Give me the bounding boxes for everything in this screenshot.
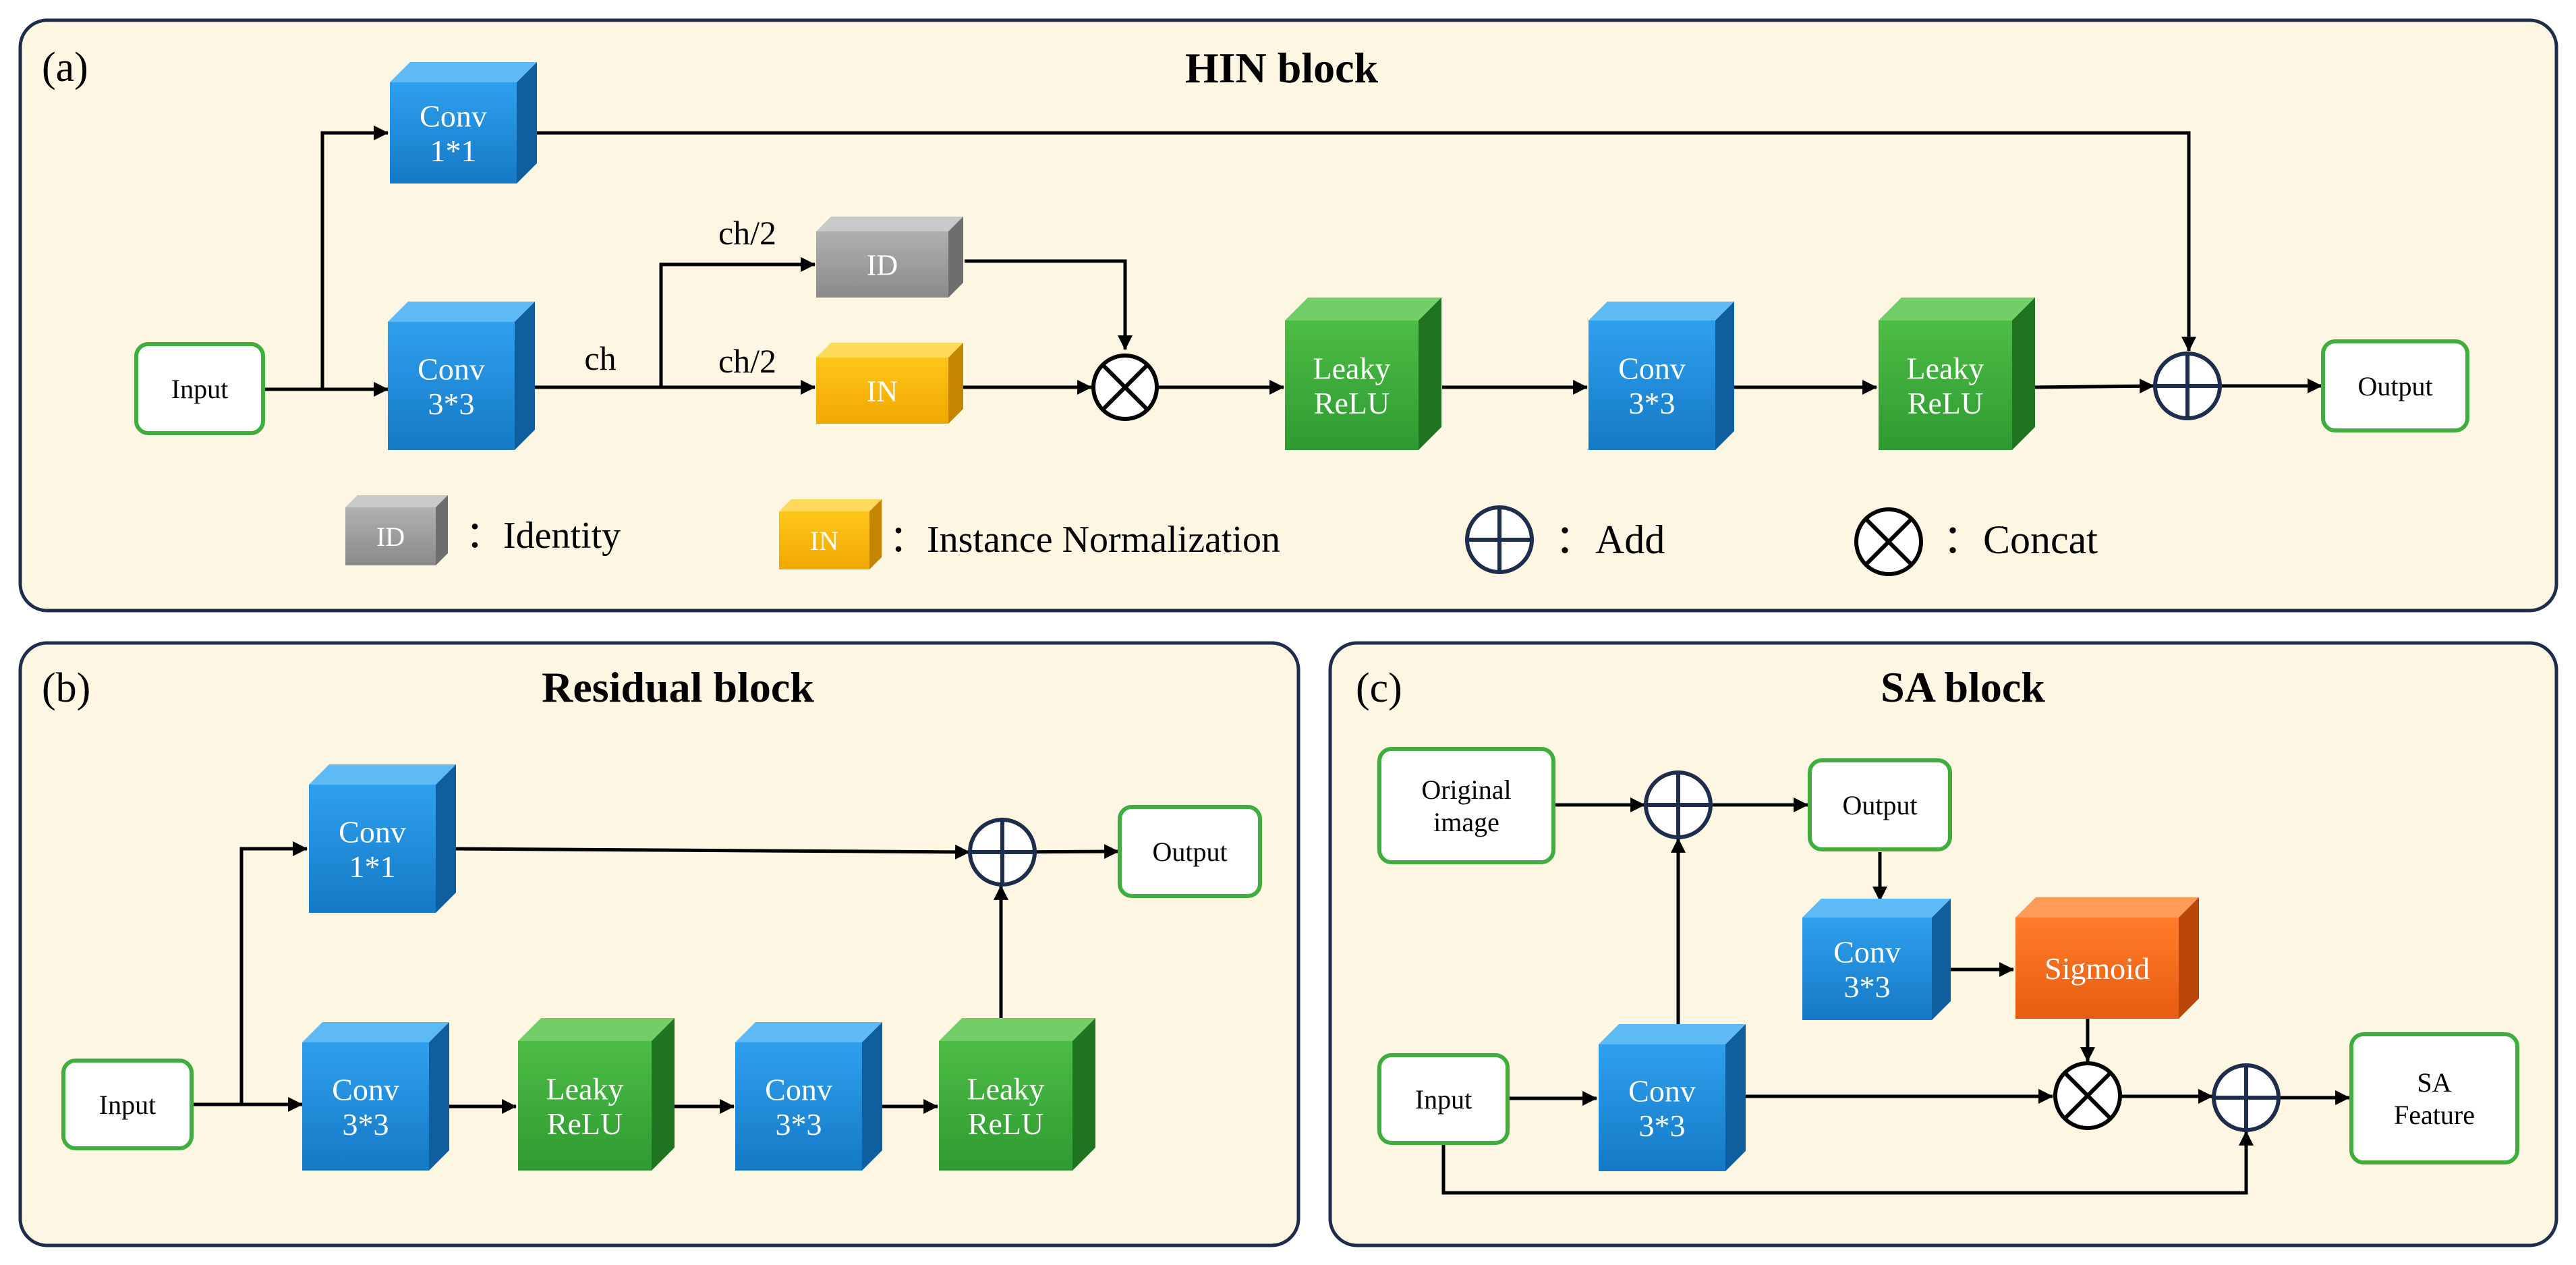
- sa-add-bottom-symbol: [2212, 1063, 2281, 1132]
- res-add-symbol: [968, 818, 1037, 887]
- sa-conv3x3-top-block-label-1: Conv: [1833, 934, 1901, 969]
- panel-a-title: HIN block: [1185, 44, 1379, 92]
- legend-add-text: ：Add: [1555, 517, 1665, 562]
- hin-conv1x1-block-label-2: 1*1: [430, 134, 477, 168]
- res-leaky-relu-2-block-label-1: Leaky: [967, 1071, 1045, 1106]
- sa-add-top-symbol: [1644, 770, 1713, 839]
- res-conv1x1-block-label-1: Conv: [339, 814, 406, 849]
- hin-connectors: [263, 125, 2323, 397]
- hin-add-symbol: [2153, 352, 2222, 420]
- sa-input-box: Input: [1377, 1053, 1510, 1145]
- legend-identity-block-label: ID: [376, 522, 405, 552]
- panel-a-background: [18, 18, 2558, 613]
- res-output-box-label: Output: [1152, 837, 1227, 867]
- hin-conv3x3-2-block-label-1: Conv: [1618, 351, 1686, 385]
- legend-add-symbol: [1465, 505, 1534, 574]
- res-leaky-relu-2-block-label-2: ReLU: [968, 1106, 1043, 1141]
- panel-a-tag: (a): [42, 45, 88, 90]
- panel-b-title: Residual block: [542, 663, 814, 711]
- hin-leaky-relu-1-block-label-1: Leaky: [1313, 351, 1391, 385]
- hin-conv3x3-block-label-1: Conv: [418, 352, 485, 386]
- res-input-box: Input: [61, 1059, 194, 1150]
- hin-instance-norm-block: IN: [816, 343, 963, 424]
- ch-half-top-label: ch/2: [718, 214, 776, 252]
- sa-output-box-label: Output: [1842, 790, 1917, 820]
- panel-b-tag: (b): [42, 665, 90, 711]
- hin-output-box-label: Output: [2357, 371, 2432, 401]
- hin-instance-norm-block-label: IN: [867, 374, 898, 407]
- hin-concat-symbol: [1091, 354, 1159, 421]
- sa-output-box: Output: [1808, 758, 1952, 851]
- hin-leaky-relu-1-block-label-2: ReLU: [1314, 386, 1390, 420]
- sa-sigmoid-block: Sigmoid: [2015, 897, 2199, 1019]
- sa-conv3x3-bottom-block-label-1: Conv: [1628, 1073, 1696, 1108]
- legend-identity-block: ID: [345, 495, 448, 565]
- res-leaky-relu-1-block-label-2: ReLU: [547, 1106, 623, 1141]
- hin-identity-block: ID: [816, 217, 963, 298]
- hin-output-box: Output: [2321, 339, 2469, 432]
- res-conv3x3-2-block-label-1: Conv: [765, 1072, 832, 1106]
- ch-label: ch: [584, 339, 616, 377]
- sa-conv3x3-top-block-label-2: 3*3: [1844, 969, 1891, 1004]
- legend-concat-text: ：Concat: [1943, 517, 2098, 562]
- hin-input-box-label: Input: [171, 374, 228, 404]
- residual-connectors: [192, 841, 1120, 1114]
- legend-instance-norm-text: ：Instance Normalization: [889, 519, 1280, 561]
- hin-conv1x1-block-label-1: Conv: [420, 99, 487, 133]
- hin-leaky-relu-2-block-label-1: Leaky: [1907, 351, 1984, 385]
- res-leaky-relu-1-block-label-1: Leaky: [546, 1071, 624, 1106]
- legend-identity-text: ：Identity: [465, 515, 621, 557]
- sa-feature-box-label-2: Feature: [2394, 1100, 2475, 1130]
- legend-instance-norm-block-label: IN: [810, 526, 838, 556]
- res-conv1x1-block-label-2: 1*1: [349, 849, 396, 884]
- sa-conv3x3-bottom-block-label-2: 3*3: [1639, 1108, 1686, 1143]
- res-input-box-label: Input: [99, 1090, 156, 1120]
- panel-c-title: SA block: [1881, 663, 2045, 711]
- res-conv3x3-1-block-label-1: Conv: [332, 1072, 399, 1106]
- sa-connectors: [1441, 797, 2351, 1195]
- res-conv3x3-2-block-label-2: 3*3: [776, 1107, 822, 1142]
- res-output-box: Output: [1118, 805, 1262, 898]
- sa-original-image-box-label-1: Original: [1421, 775, 1511, 805]
- hin-conv3x3-block-label-2: 3*3: [428, 387, 475, 421]
- sa-concat-symbol: [2053, 1061, 2122, 1130]
- hin-conv3x3-2-block-label-2: 3*3: [1629, 386, 1676, 420]
- hin-input-box: Input: [134, 342, 265, 435]
- hin-leaky-relu-2-block-label-2: ReLU: [1908, 386, 1983, 420]
- legend-instance-norm-block: IN: [779, 499, 882, 569]
- sa-sigmoid-block-label: Sigmoid: [2044, 951, 2150, 986]
- sa-feature-box-label-1: SA: [2417, 1067, 2451, 1098]
- ch-half-bottom-label: ch/2: [718, 342, 776, 380]
- sa-original-image-box-label-2: image: [1433, 807, 1499, 837]
- res-conv3x3-1-block-label-2: 3*3: [343, 1107, 389, 1142]
- sa-input-box-label: Input: [1415, 1084, 1472, 1115]
- hin-identity-block-label: ID: [867, 248, 898, 281]
- legend-concat-symbol: [1854, 507, 1923, 576]
- panel-c-tag: (c): [1356, 665, 1402, 711]
